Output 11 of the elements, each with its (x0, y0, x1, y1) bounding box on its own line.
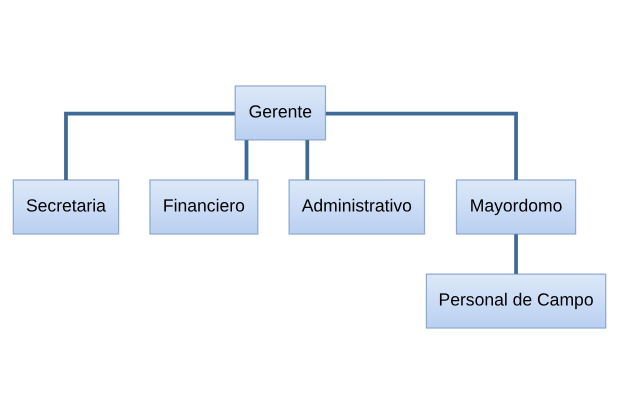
node-box: Financiero (149, 179, 258, 235)
node-box: Mayordomo (456, 179, 576, 235)
connector (64, 112, 235, 180)
node-box: Personal de Campo (426, 273, 606, 329)
node-box: Administrativo (288, 179, 426, 235)
connector (305, 140, 310, 180)
connector (514, 234, 518, 274)
connector (244, 140, 248, 180)
node-box: Gerente (234, 85, 326, 141)
connector (326, 112, 518, 180)
node-box: Secretaria (12, 179, 120, 235)
